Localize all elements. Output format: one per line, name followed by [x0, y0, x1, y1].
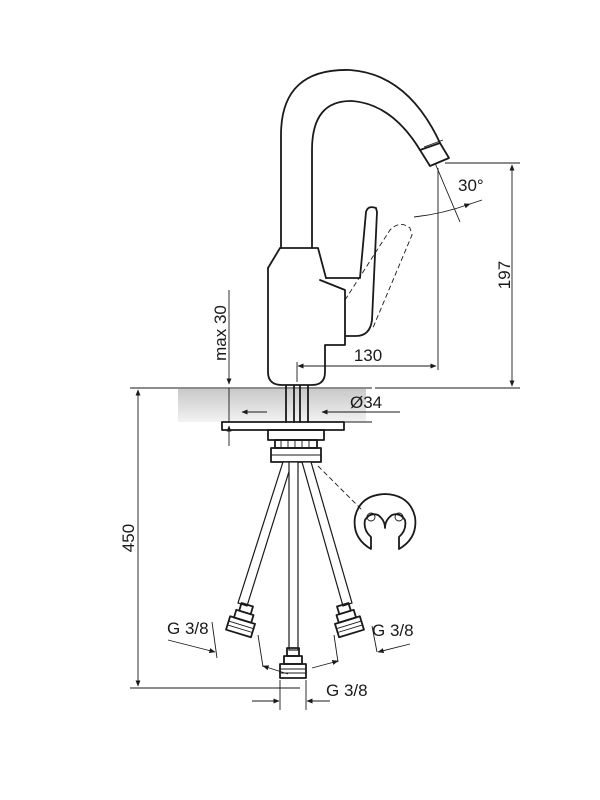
- thread-bottom-label: G 3/8: [326, 681, 368, 700]
- dimension-hose-length: 450: [119, 389, 300, 689]
- height-label: 197: [495, 261, 514, 289]
- supply-pipes: [285, 385, 309, 423]
- dimension-thread-right: G 3/8: [311, 621, 414, 669]
- dimension-height: 197: [375, 162, 520, 389]
- max-thickness-label: max 30: [211, 305, 230, 361]
- dimension-max-thickness: max 30: [211, 290, 232, 446]
- thread-right-label: G 3/8: [372, 621, 414, 640]
- dimension-thread-left: G 3/8: [167, 619, 289, 675]
- dimension-reach: 130: [296, 168, 439, 382]
- lever-handle: [325, 206, 413, 337]
- dimension-thread-bottom: G 3/8: [252, 680, 368, 710]
- faucet-body: [267, 69, 450, 386]
- dimension-angle: 30°: [413, 162, 484, 223]
- reach-label: 130: [354, 346, 382, 365]
- dimension-diameter: Ø34: [241, 393, 400, 415]
- countertop: [130, 387, 372, 423]
- flex-hoses: [237, 461, 353, 651]
- mounting-assembly: [221, 421, 345, 463]
- hose-length-label: 450: [119, 524, 138, 552]
- diameter-label: Ø34: [350, 393, 382, 412]
- thread-left-label: G 3/8: [167, 619, 209, 638]
- angle-label: 30°: [458, 176, 484, 195]
- clip-detail: [317, 465, 417, 550]
